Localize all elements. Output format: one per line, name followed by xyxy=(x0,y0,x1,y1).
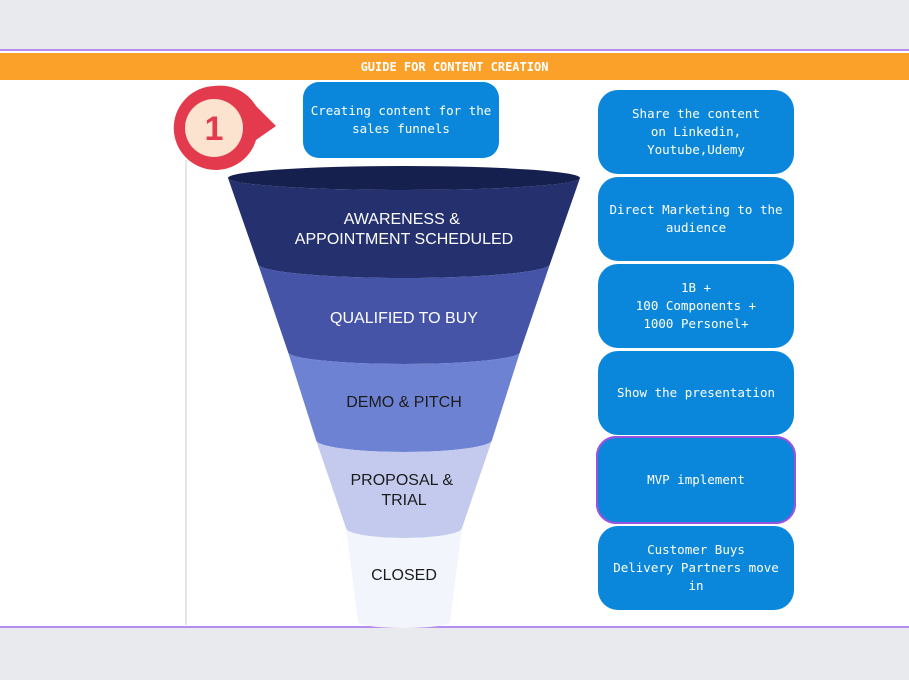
funnel-stage-demo[interactable] xyxy=(288,352,520,452)
badge-marker-icon: 1 xyxy=(173,85,276,170)
side-box-text: Customer Buys Delivery Partners move in xyxy=(613,542,779,593)
stage-label-awareness: AWARENESS & APPOINTMENT SCHEDULED xyxy=(295,211,513,248)
side-box-text: Show the presentation xyxy=(616,385,776,400)
sales-funnel: AWARENESS & APPOINTMENT SCHEDULED QUALIF… xyxy=(222,160,586,630)
side-box-text: Direct Marketing to the audience xyxy=(609,202,783,235)
stage-label-closed: CLOSED xyxy=(371,567,437,584)
funnel-rim xyxy=(228,166,580,190)
funnel-stage-qualified[interactable] xyxy=(258,264,550,364)
stage-label-demo: DEMO & PITCH xyxy=(346,394,462,411)
funnel-title-box[interactable]: Creating content for the sales funnels xyxy=(303,82,499,158)
side-box-text: MVP implement xyxy=(647,472,745,487)
funnel-stage-awareness[interactable] xyxy=(228,178,580,278)
side-box-text: 1B + 100 Components + 1000 Personel+ xyxy=(635,280,757,331)
divider-line xyxy=(185,160,187,625)
side-box-customer-buys[interactable]: Customer Buys Delivery Partners move in xyxy=(598,526,794,610)
side-box-text: Share the content on Linkedin, Youtube,U… xyxy=(632,106,760,157)
side-box-components[interactable]: 1B + 100 Components + 1000 Personel+ xyxy=(598,264,794,348)
stage-label-qualified: QUALIFIED TO BUY xyxy=(330,310,478,327)
step-badge[interactable]: 1 xyxy=(170,84,278,174)
header-title: GUIDE FOR CONTENT CREATION xyxy=(360,59,549,74)
side-box-share-content[interactable]: Share the content on Linkedin, Youtube,U… xyxy=(598,90,794,174)
side-box-presentation[interactable]: Show the presentation xyxy=(598,351,794,435)
header-bar: GUIDE FOR CONTENT CREATION xyxy=(0,53,909,80)
funnel-title-text: Creating content for the sales funnels xyxy=(310,103,492,136)
badge-number: 1 xyxy=(205,110,224,148)
funnel-stage-closed[interactable] xyxy=(346,528,462,628)
side-box-direct-marketing[interactable]: Direct Marketing to the audience xyxy=(598,177,794,261)
side-box-mvp[interactable]: MVP implement xyxy=(596,436,796,524)
funnel-graphic: AWARENESS & APPOINTMENT SCHEDULED QUALIF… xyxy=(228,166,580,628)
stage-label-proposal: PROPOSAL & TRIAL xyxy=(350,472,457,509)
funnel-stage-proposal[interactable] xyxy=(316,440,492,538)
